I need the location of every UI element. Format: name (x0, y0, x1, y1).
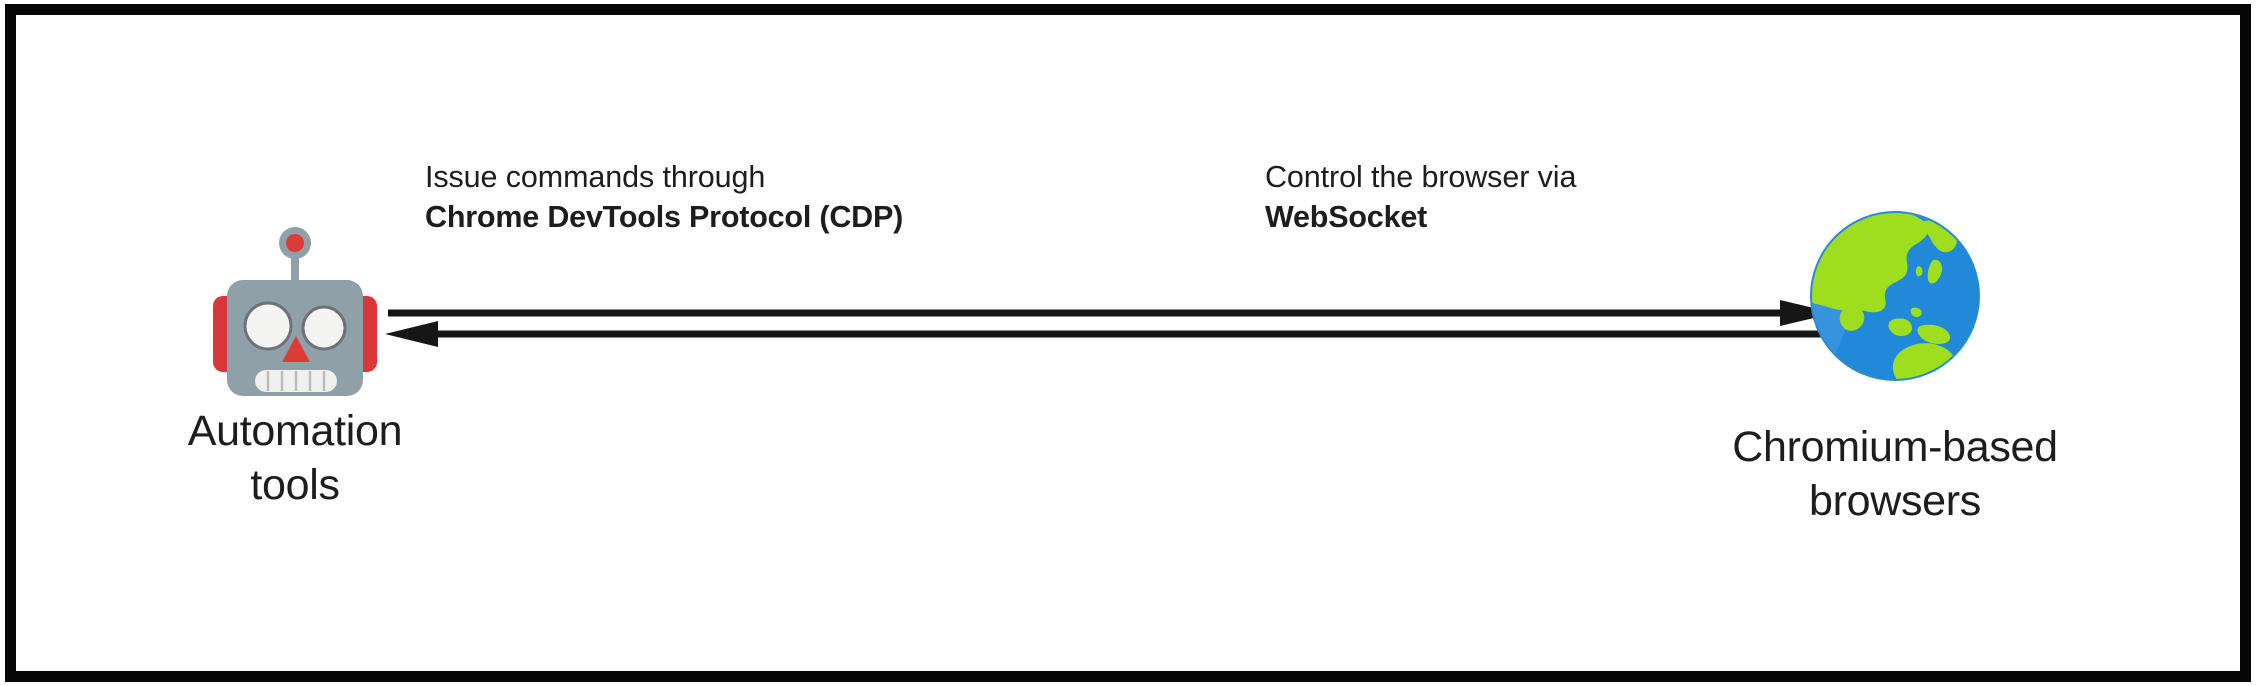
bidirectional-arrow-group (380, 292, 1840, 354)
automation-tools-caption: Automation tools (60, 404, 530, 512)
chromium-browsers-caption: Chromium-based browsers (1605, 420, 2185, 528)
automation-tools-caption-line2: tools (250, 461, 340, 510)
robot-icon (205, 218, 385, 398)
chromium-browsers-caption-line1: Chromium-based (1732, 423, 2058, 471)
control-arrow (385, 321, 1824, 347)
globe-asia-icon (1808, 196, 1982, 396)
commands-edge-label-line1: Issue commands through (425, 160, 766, 194)
commands-arrow (388, 300, 1835, 326)
commands-edge-label-line2: Chrome DevTools Protocol (CDP) (425, 199, 904, 234)
automation-tools-caption-line1: Automation (187, 407, 403, 455)
control-edge-label-line1: Control the browser via (1265, 160, 1577, 194)
chromium-browsers-caption-line2: browsers (1808, 477, 1982, 526)
control-edge-label: Control the browser via WebSocket (1265, 158, 1576, 237)
commands-edge-label: Issue commands through Chrome DevTools P… (425, 158, 903, 237)
control-edge-label-line2: WebSocket (1265, 199, 1428, 234)
